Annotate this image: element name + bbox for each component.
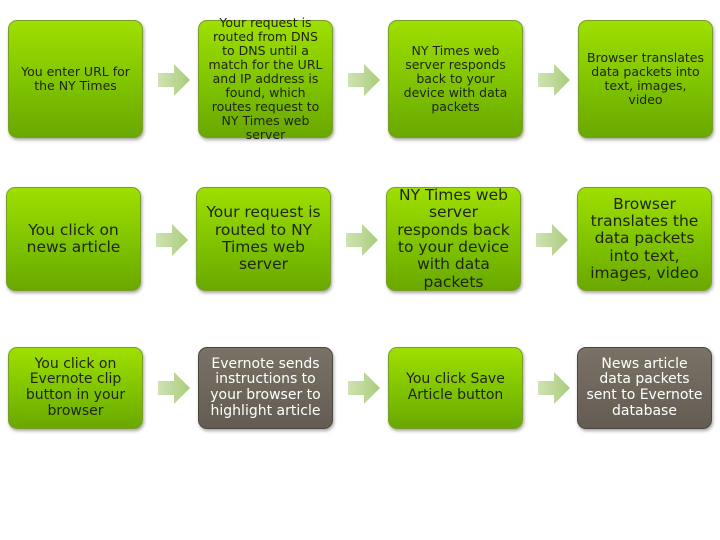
arrow-right-icon (346, 224, 378, 256)
step-text: You click Save Article button (406, 371, 505, 403)
arrow-right-icon (158, 372, 190, 404)
step-box-row3-1: You click on Evernote clip button in you… (8, 347, 143, 429)
step-box-row3-2: Evernote sends instructions to your brow… (198, 347, 333, 429)
step-text: You click on Evernote clip button in you… (25, 355, 126, 419)
arrow-right-icon (158, 64, 190, 96)
arrow-right-icon (538, 64, 570, 96)
step-box-row3-3: You click Save Article button (388, 347, 523, 429)
step-text: You click on news article (26, 220, 121, 256)
arrow-right-icon (538, 372, 570, 404)
arrow-right-icon (348, 372, 380, 404)
arrow-right-icon (348, 64, 380, 96)
step-box-row2-2: Your request is routed to NY Times web s… (196, 187, 331, 291)
step-text: Your request is routed to NY Times web s… (206, 203, 321, 274)
step-text: NY Times web server responds back to you… (403, 43, 508, 114)
step-text: NY Times web server responds back to you… (397, 185, 510, 291)
arrow-right-icon (156, 224, 188, 256)
step-box-row2-3: NY Times web server responds back to you… (386, 185, 521, 291)
step-box-row1-2: Your request is routed from DNS to DNS u… (198, 16, 333, 142)
step-box-row2-1: You click on news article (6, 187, 141, 291)
step-box-row1-4: Browser translates data packets into tex… (578, 20, 713, 138)
step-text: Evernote sends instructions to your brow… (210, 355, 321, 419)
step-text: You enter URL for the NY Times (21, 64, 130, 93)
step-text: Your request is routed from DNS to DNS u… (208, 15, 323, 142)
step-text: Browser translates the data packets into… (590, 194, 699, 283)
step-box-row3-4: News article data packets sent to Everno… (577, 347, 712, 429)
step-box-row1-3: NY Times web server responds back to you… (388, 20, 523, 138)
arrow-right-icon (536, 224, 568, 256)
step-text: Browser translates data packets into tex… (587, 50, 704, 107)
step-box-row2-4: Browser translates the data packets into… (577, 187, 712, 291)
step-text: News article data packets sent to Everno… (586, 355, 703, 419)
step-box-row1-1: You enter URL for the NY Times (8, 20, 143, 138)
